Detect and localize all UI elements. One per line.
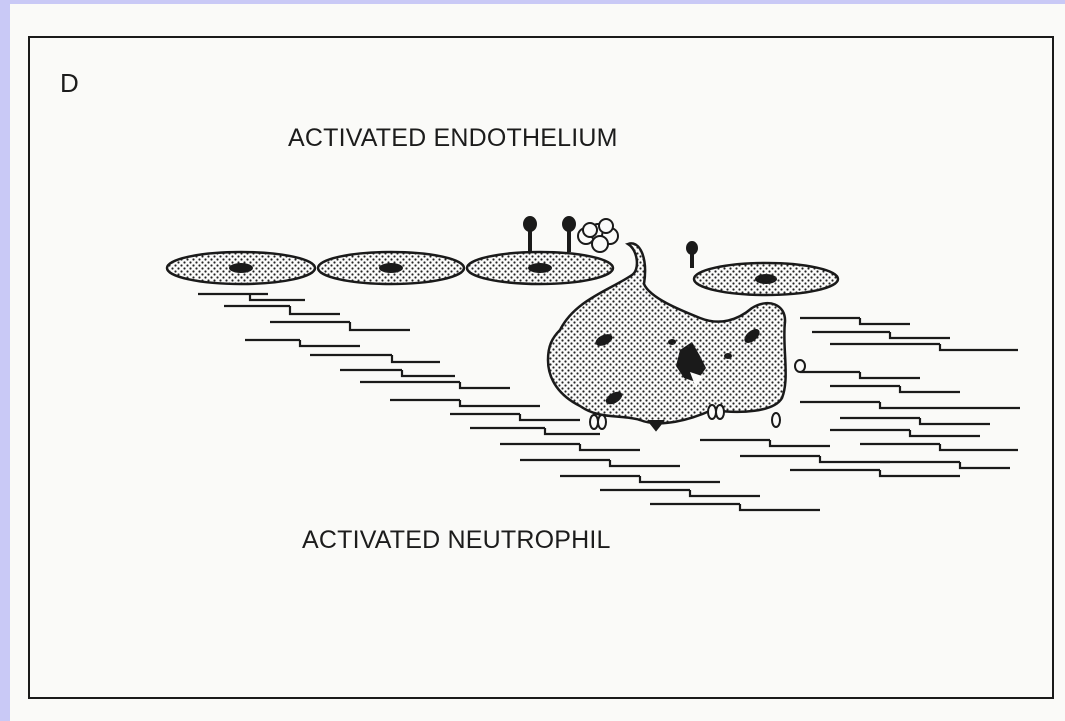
endothelium-label: ACTIVATED ENDOTHELIUM	[288, 124, 618, 153]
neutrophil-label: ACTIVATED NEUTROPHIL	[302, 526, 611, 555]
figure-panel: D ACTIVATED ENDOTHELIUM ACTIVATED NEUTRO…	[28, 36, 1054, 699]
panel-letter: D	[60, 68, 79, 99]
